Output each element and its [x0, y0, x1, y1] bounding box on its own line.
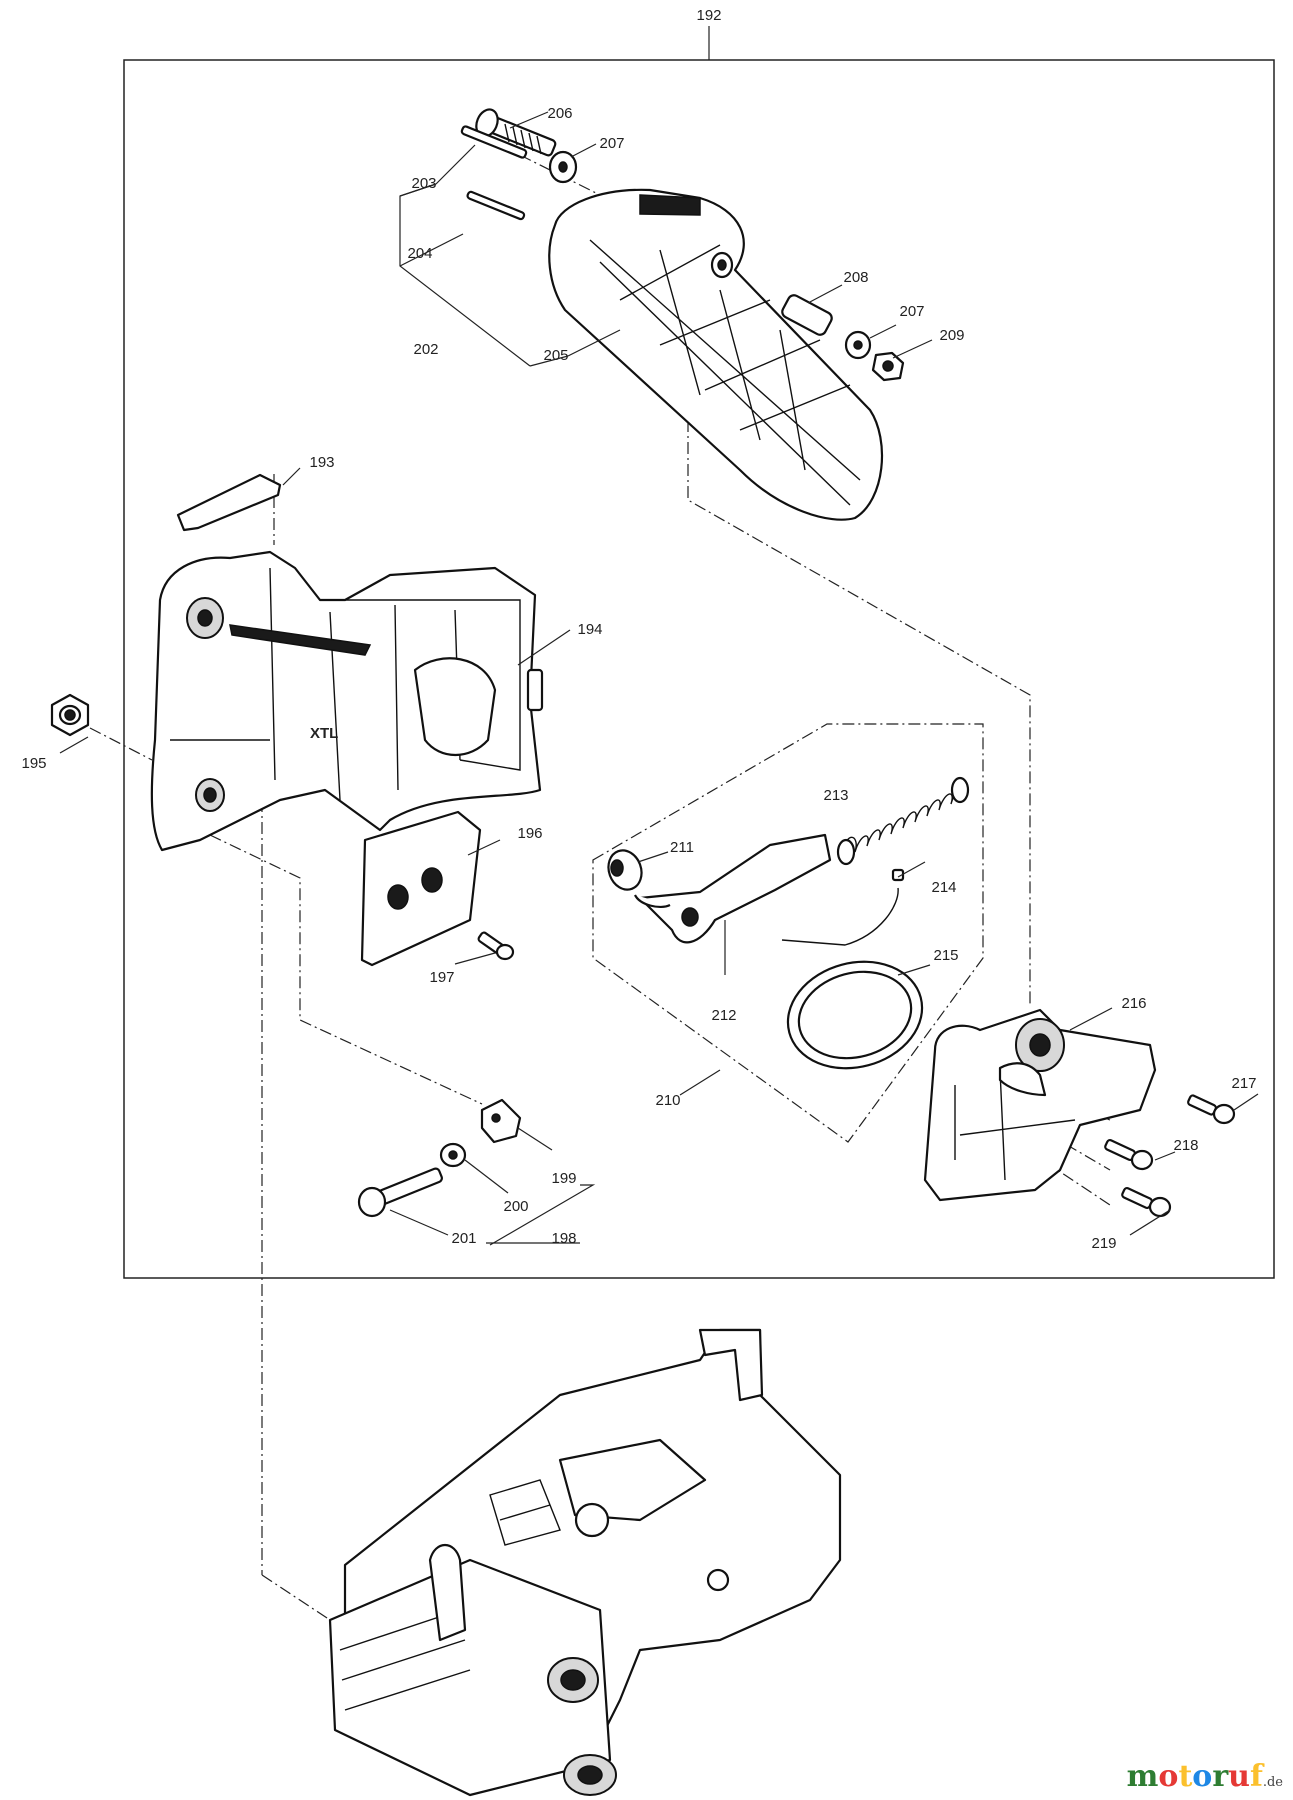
assembly-frame: [123, 59, 1275, 1279]
callout-210: 210: [655, 1092, 680, 1109]
callout-212: 212: [711, 1007, 736, 1024]
svg-text:XTL: XTL: [310, 725, 338, 742]
part-206-bolt: [475, 108, 557, 157]
callout-209: 209: [939, 327, 964, 344]
callout-192: 192: [696, 7, 721, 24]
part-212-brake-lever: [634, 833, 832, 944]
callout-215: 215: [933, 947, 958, 964]
part-205-side-cover: [548, 188, 884, 521]
part-196-guide-plate: [360, 810, 482, 967]
callout-199: 199: [551, 1170, 576, 1187]
callout-207: 207: [599, 135, 624, 152]
callout-200: 200: [503, 1198, 528, 1215]
callout-196: 196: [517, 825, 542, 842]
callout-202: 202: [413, 341, 438, 358]
part-207-washer-b: [844, 330, 872, 360]
callout-labels: 192 193 194 195 196 197 198 199 200 201 …: [21, 7, 1256, 1252]
callout-219: 219: [1091, 1235, 1116, 1252]
callout-197: 197: [429, 969, 454, 986]
callout-195: 195: [21, 755, 46, 772]
callout-203: 203: [411, 175, 436, 192]
callout-216: 216: [1121, 995, 1146, 1012]
part-218-screw: [1104, 1139, 1154, 1171]
part-213-spring: [836, 776, 970, 866]
part-217-screw: [1187, 1094, 1236, 1125]
callout-201: 201: [451, 1230, 476, 1247]
leader-lines: [59, 111, 1259, 1246]
part-201-adjust-screw: [357, 1167, 443, 1218]
callout-218: 218: [1173, 1137, 1198, 1154]
crankcase-housing: [328, 1328, 842, 1797]
callout-214: 214: [931, 879, 956, 896]
part-203-pin: [460, 125, 528, 159]
part-209-nut: [871, 351, 905, 382]
callout-207b: 207: [899, 303, 924, 320]
part-194-clutch-cover: XTL: [150, 550, 544, 852]
callout-204: 204: [407, 245, 432, 262]
callout-208: 208: [843, 269, 868, 286]
watermark-suffix: .de: [1262, 1775, 1283, 1790]
callout-213: 213: [823, 787, 848, 804]
part-199-tensioner: [480, 1098, 522, 1144]
watermark-brand: motoruf: [1126, 1759, 1263, 1794]
callout-206: 206: [547, 105, 572, 122]
part-215-brake-band: [781, 887, 924, 1070]
callout-217: 217: [1231, 1075, 1256, 1092]
callout-193: 193: [309, 454, 334, 471]
part-204-pin: [466, 190, 526, 221]
callout-194: 194: [577, 621, 602, 638]
part-195-nut: [50, 693, 90, 737]
watermark-logo: motoruf.de: [1127, 1759, 1283, 1794]
part-214-pin: [891, 868, 905, 882]
part-211-bushing: [607, 849, 643, 891]
callout-205: 205: [543, 347, 568, 364]
part-207-washer: [548, 150, 578, 184]
part-208-sleeve: [781, 294, 833, 336]
callout-198: 198: [551, 1230, 576, 1247]
part-200-washer: [439, 1142, 467, 1168]
part-197-screw: [477, 931, 515, 961]
callout-211: 211: [670, 839, 694, 856]
part-193-spring-clip: [176, 473, 282, 532]
part-216-chain-cover: [923, 1008, 1157, 1202]
part-219-screw: [1121, 1187, 1172, 1218]
